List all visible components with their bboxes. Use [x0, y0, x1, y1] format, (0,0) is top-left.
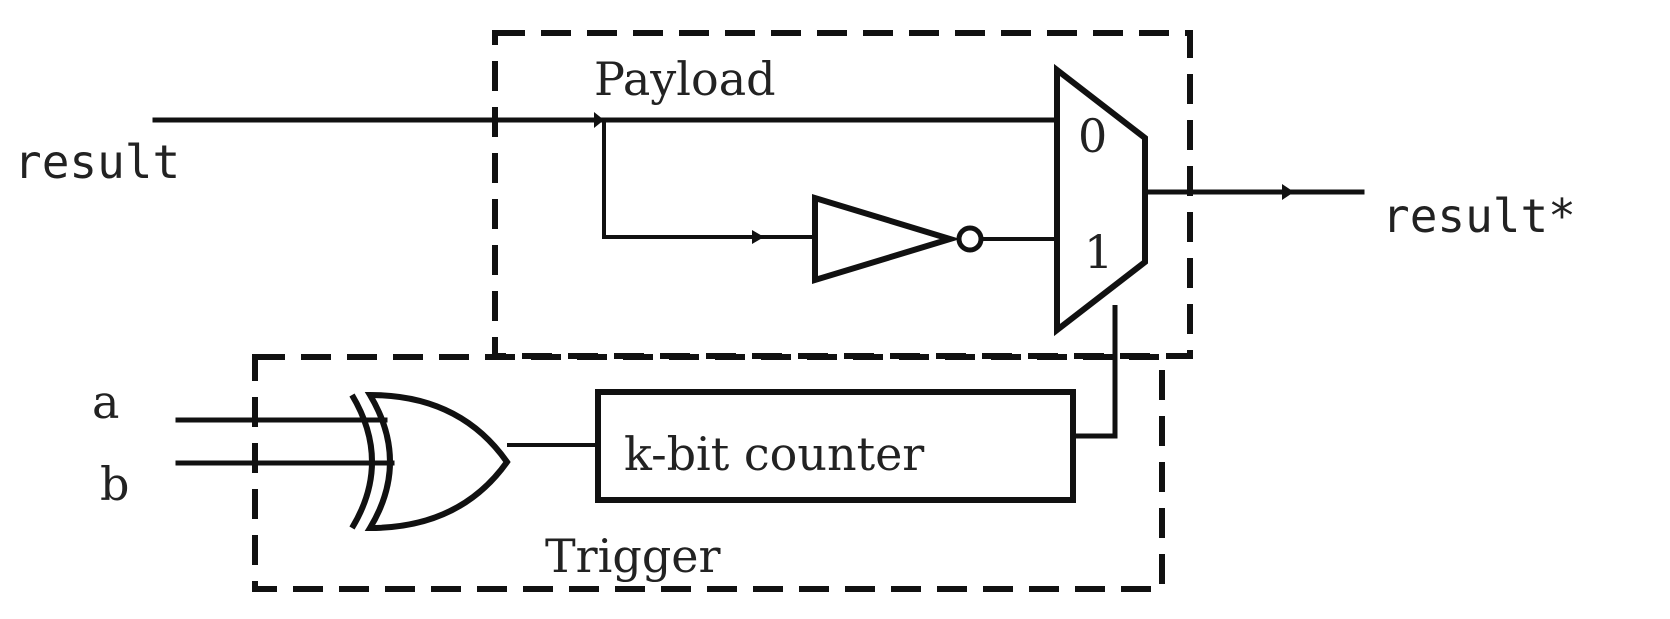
- branch-to-inverter-wire: [602, 120, 815, 239]
- multiplexer: [1054, 63, 1148, 337]
- output-result-label: result*: [1382, 189, 1576, 243]
- not-gate: [812, 193, 961, 285]
- arrow-icon: [1282, 184, 1294, 200]
- arrow-icon: [594, 112, 604, 128]
- mux-input-0-label: 0: [1078, 109, 1107, 163]
- k-bit-counter-block: [595, 389, 1076, 503]
- input-b-label: b: [100, 457, 129, 511]
- counter-to-mux-select-wire: [1073, 305, 1118, 439]
- arrow-icon: [752, 230, 764, 244]
- mux-input-1-label: 1: [1084, 225, 1113, 279]
- input-a-label: a: [92, 375, 119, 429]
- inverter-bubble: [956, 225, 984, 253]
- counter-label: k-bit counter: [624, 427, 924, 481]
- input-result-label: result: [14, 135, 180, 189]
- payload-label: Payload: [594, 52, 776, 106]
- trigger-region: [252, 354, 1165, 592]
- trigger-label: Trigger: [545, 529, 721, 583]
